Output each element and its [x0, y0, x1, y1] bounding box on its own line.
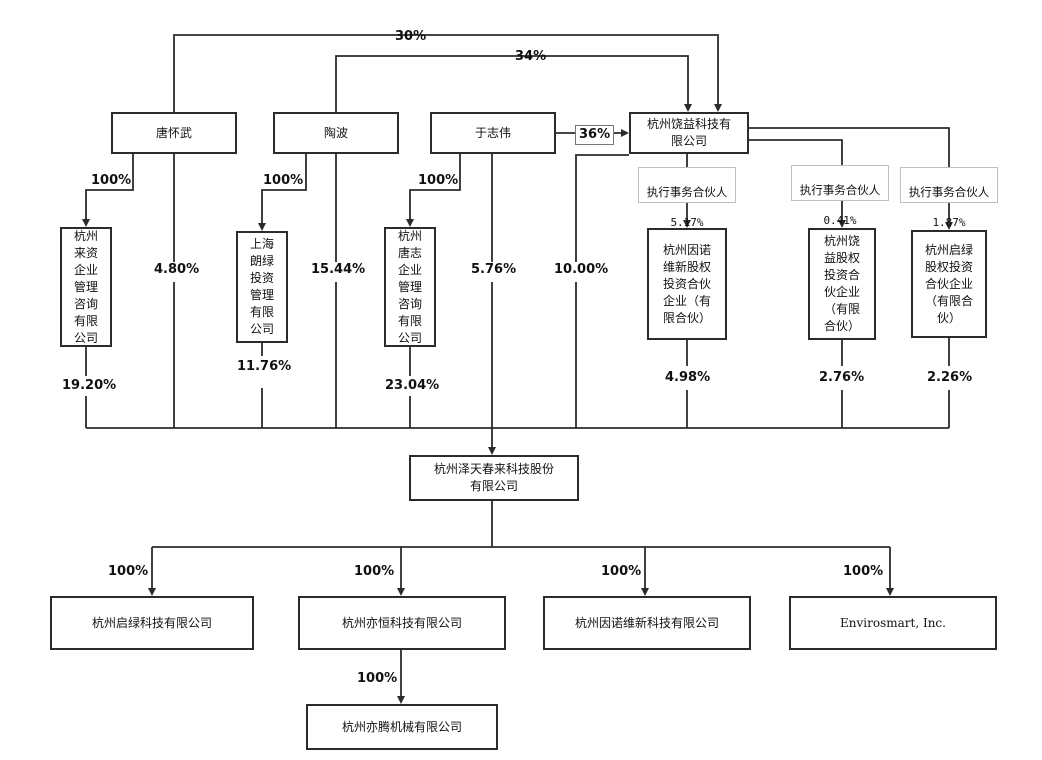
pct-yu-direct: 5.76% — [471, 262, 517, 277]
edge-yu-to-tangzhi — [406, 154, 461, 227]
node-raoyi-partnership: 杭州饶 益股权 投资合 伙企业 （有限 合伙） — [808, 228, 876, 340]
pct-raoyi-partnership-stake: 2.76% — [819, 370, 865, 385]
pct-langlv-stake: 11.76% — [237, 359, 292, 374]
node-tang-huaiwu: 唐怀武 — [111, 112, 237, 154]
edge-tao-to-langlv — [258, 154, 307, 231]
pct-sub-qilv: 100% — [108, 564, 149, 579]
gp-label-title: 执行事务合伙人 — [799, 183, 881, 197]
gp-label-title: 执行事务合伙人 — [908, 185, 990, 199]
node-yinnuowei-tech: 杭州因诺维新科技有限公司 — [543, 596, 751, 650]
gp-label-raoyi: 执行事务合伙人 0.41% — [791, 165, 889, 227]
node-yiteng-machinery: 杭州亦腾机械有限公司 — [306, 704, 498, 750]
pct-tang-direct: 4.80% — [154, 262, 200, 277]
node-raoyi-tech: 杭州饶益科技有 限公司 — [629, 112, 749, 154]
gp-label-title: 执行事务合伙人 — [646, 185, 728, 199]
pct-raoyi-direct: 10.00% — [554, 262, 609, 277]
pct-tangzhi-stake: 23.04% — [385, 378, 440, 393]
pct-sub-yiheng: 100% — [354, 564, 395, 579]
gp-label-value: 1.87% — [932, 216, 966, 229]
pct-tang-to-raoyi: 30% — [395, 29, 427, 44]
node-shanghai-langlv: 上海 朗绿 投资 管理 有限 公司 — [236, 231, 288, 343]
pct-tao-to-langlv: 100% — [263, 173, 304, 188]
pct-qilv-partnership-stake: 2.26% — [927, 370, 973, 385]
node-yiheng-tech: 杭州亦恒科技有限公司 — [298, 596, 506, 650]
node-qilv-tech: 杭州启绿科技有限公司 — [50, 596, 254, 650]
edge-tang-to-raoyi — [173, 34, 722, 112]
edge-raoyi-gp-qilv — [749, 127, 950, 167]
gp-label-qilv: 执行事务合伙人 1.87% — [900, 167, 998, 229]
gp-label-value: 5.17% — [670, 216, 704, 229]
pct-sub-yinnuowei: 100% — [601, 564, 642, 579]
pct-tao-direct: 15.44% — [311, 262, 366, 277]
pct-sub-envirosmart: 100% — [843, 564, 884, 579]
gp-label-value: 0.41% — [823, 214, 857, 227]
node-tao-bo: 陶波 — [273, 112, 399, 154]
pct-laizi-stake: 19.20% — [62, 378, 117, 393]
node-qilv-partnership: 杭州启绿 股权投资 合伙企业 （有限合 伙） — [911, 230, 987, 338]
pct-yu-to-raoyi: 36% — [575, 125, 615, 145]
edge-raoyi-gp-raoyi — [749, 139, 843, 165]
node-yu-zhiwei: 于志伟 — [430, 112, 556, 154]
edge-raoyi-direct — [575, 154, 629, 262]
edge-tang-to-laizi — [82, 154, 134, 227]
node-envirosmart: Envirosmart, Inc. — [789, 596, 997, 650]
edge-tao-to-raoyi — [335, 55, 692, 112]
pct-tang-to-laizi: 100% — [91, 173, 132, 188]
node-laizi-consulting: 杭州 来资 企业 管理 咨询 有限 公司 — [60, 227, 112, 347]
gp-label-yinnuowei: 执行事务合伙人 5.17% — [638, 167, 736, 229]
node-zetian: 杭州泽天春来科技股份 有限公司 — [409, 455, 579, 501]
pct-tao-to-raoyi: 34% — [515, 49, 547, 64]
pct-sub-yiteng: 100% — [357, 671, 398, 686]
node-yinnuowei-partnership: 杭州因诺 维新股权 投资合伙 企业（有 限合伙） — [647, 228, 727, 340]
pct-yinnuowei-stake: 4.98% — [665, 370, 711, 385]
pct-yu-to-tangzhi: 100% — [418, 173, 459, 188]
node-tangzhi-consulting: 杭州 唐志 企业 管理 咨询 有限 公司 — [384, 227, 436, 347]
